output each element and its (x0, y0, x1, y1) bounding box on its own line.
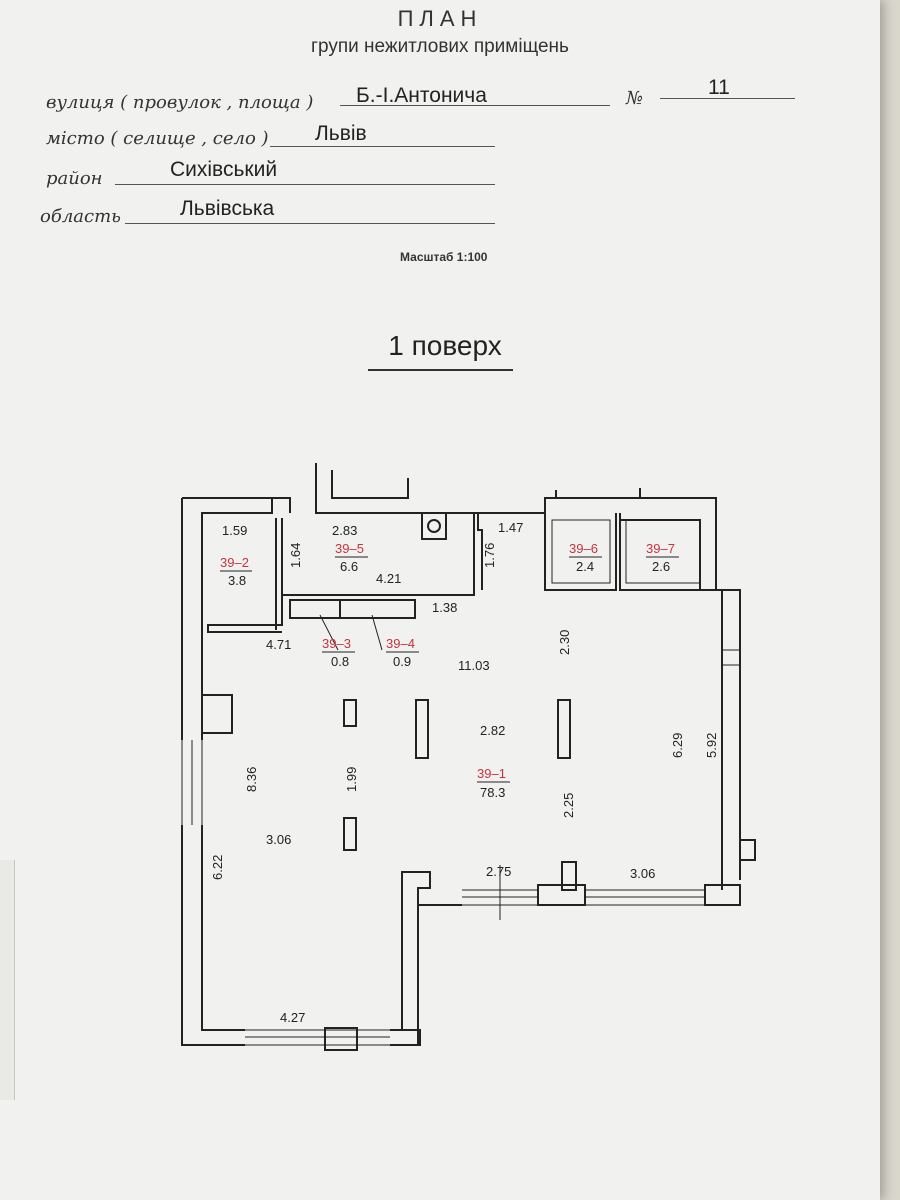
partition (477, 513, 483, 590)
dimension: 3.06 (266, 832, 291, 847)
city-underline (270, 146, 495, 147)
door-swing (319, 614, 383, 651)
dimension-labels: 1.59 2.83 1.47 1.64 1.76 4.21 1.38 4.71 … (210, 520, 719, 1025)
dimension: 3.06 (630, 866, 655, 881)
street-underline (340, 105, 610, 106)
outer-wall-right (740, 839, 756, 861)
room-area: 6.6 (340, 559, 358, 574)
region-value: Львівська (180, 197, 275, 220)
street-label: вулиця ( провулок , площа ) (46, 92, 314, 113)
top-stub (555, 488, 641, 498)
dimension: 8.36 (244, 767, 259, 792)
pier (704, 884, 741, 906)
region-label: область (40, 206, 121, 227)
partition (289, 599, 416, 619)
room-id: 39–4 (386, 636, 415, 651)
dimension: 2.25 (561, 793, 576, 818)
number-label: № (626, 88, 644, 109)
room-area: 2.6 (652, 559, 670, 574)
number-value: 11 (708, 76, 730, 99)
dimension: 1.59 (222, 523, 247, 538)
partition (275, 513, 475, 630)
dimension: 4.21 (376, 571, 401, 586)
dimension: 2.30 (557, 630, 572, 655)
dimension: 6.29 (670, 733, 685, 758)
street-value: Б.-І.Антонича (356, 84, 487, 107)
district-value: Сихівський (170, 158, 278, 181)
dimension: 1.76 (482, 543, 497, 568)
room-id: 39–5 (335, 541, 364, 556)
dimension: 6.22 (210, 855, 225, 880)
room-area: 0.8 (331, 654, 349, 669)
room-area: 3.8 (228, 573, 246, 588)
dimension: 2.82 (480, 723, 505, 738)
room-area: 2.4 (576, 559, 594, 574)
dimension: 2.83 (332, 523, 357, 538)
room-area: 78.3 (480, 785, 505, 800)
column (343, 699, 357, 727)
region-underline (125, 223, 495, 224)
underlying-page-edge (0, 860, 15, 1100)
outer-wall-right (620, 505, 741, 890)
room-id: 39–3 (322, 636, 351, 651)
dimension: 2.75 (486, 864, 511, 879)
vent-shaft-icon (427, 519, 441, 533)
dimension: 4.27 (280, 1010, 305, 1025)
dimension: 1.47 (498, 520, 523, 535)
dimension: 1.38 (432, 600, 457, 615)
city-value: Львів (315, 122, 367, 145)
outer-wall (390, 871, 462, 1046)
top-wall (272, 463, 717, 514)
dimension: 4.71 (266, 637, 291, 652)
dimension: 5.92 (704, 733, 719, 758)
dimension: 1.99 (344, 767, 359, 792)
column (343, 817, 357, 851)
document-subtitle: групи нежитлових приміщень (311, 36, 569, 57)
vent-shaft (421, 512, 447, 540)
partition (544, 513, 700, 591)
room-labels: 39–2 3.8 39–5 6.6 39–6 2.4 39–7 2.6 39–3… (220, 541, 679, 800)
side-window (722, 649, 740, 666)
partition (207, 595, 283, 633)
column (415, 699, 429, 759)
number-underline (660, 98, 795, 99)
floor-title: 1 поверх (388, 330, 502, 361)
plan-document-page: ПЛАН групи нежитлових приміщень вулиця (… (0, 0, 880, 1200)
room-id: 39–2 (220, 555, 249, 570)
chimney (201, 694, 233, 734)
room-id: 39–7 (646, 541, 675, 556)
scale-label: Масштаб 1:100 (400, 250, 488, 264)
top-stub (331, 470, 409, 499)
plan-walls (181, 463, 756, 1051)
dimension: 11.03 (458, 658, 490, 673)
district-underline (115, 184, 495, 185)
room-id: 39–1 (477, 766, 506, 781)
document-title: ПЛАН (397, 6, 483, 31)
floor-plan: 1.59 2.83 1.47 1.64 1.76 4.21 1.38 4.71 … (181, 463, 756, 1051)
partition (551, 519, 700, 584)
outer-wall (181, 825, 245, 1046)
floor-title-underline (368, 369, 513, 371)
column (561, 861, 577, 891)
room-area: 0.9 (393, 654, 411, 669)
window-left (181, 740, 203, 825)
district-label: район (46, 168, 103, 189)
pier (324, 1027, 358, 1051)
city-label: місто ( селище , село ) (46, 128, 269, 149)
window-front-right (585, 889, 705, 906)
room-id: 39–6 (569, 541, 598, 556)
outer-wall (182, 497, 273, 740)
column (557, 699, 571, 759)
window-bottom (245, 1029, 390, 1046)
dimension: 1.64 (288, 543, 303, 568)
